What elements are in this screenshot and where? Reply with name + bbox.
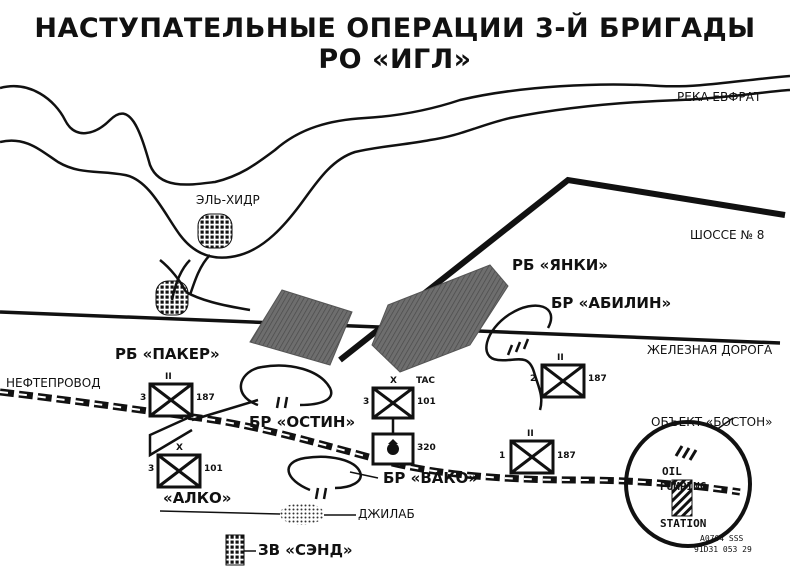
highway-label: ШОССЕ № 8 [690, 228, 765, 242]
el-khidr-label: ЭЛЬ-ХИДР [196, 193, 260, 207]
unit2-left-number: 3 [148, 464, 155, 474]
unit-3-101-alko [156, 453, 202, 489]
unit4-right-number: 320 [417, 443, 436, 453]
unit-3-101-tac [371, 386, 415, 434]
unit6-right-number: 187 [557, 451, 576, 461]
unit-3-187-left [148, 382, 259, 458]
el-khidr-town [197, 213, 233, 249]
pumping-station-marker [671, 479, 693, 517]
map-title-line1: НАСТУПАТЕЛЬНЫЕ ОПЕРАЦИИ 3-Й БРИГАДЫ [34, 13, 756, 44]
river-bank-north [0, 74, 790, 186]
unit3-right-number: 101 [417, 397, 436, 407]
river-label: РЕКА ЕВФРАТ [677, 90, 762, 104]
catalog-line1: A0704 SSS [700, 534, 744, 543]
unit5-echelon: II [557, 353, 564, 363]
unit5-right-number: 187 [588, 374, 607, 384]
catalog-line2: 91D31 053 29 [694, 545, 752, 554]
objective-packer-area [249, 289, 353, 366]
sand-label: ЗВ «СЭНД» [258, 541, 353, 559]
objective-yankee-label: РБ «ЯНКИ» [512, 256, 608, 274]
unit-2-187 [540, 363, 586, 399]
unit-1-187 [509, 439, 555, 475]
railroad-label: ЖЕЛЕЗНАЯ ДОРОГА [647, 343, 773, 357]
unit3-left-number: 3 [363, 397, 370, 407]
unit6-echelon: II [527, 429, 534, 439]
pumping-label: PUMPING [660, 480, 707, 493]
objective-abilene-label: БР «АБИЛИН» [551, 294, 672, 312]
objective-packer-label: РБ «ПАКЕР» [115, 345, 220, 363]
oil-label: OIL [662, 465, 682, 478]
river-bank-south [0, 88, 790, 259]
jilab-area [280, 503, 324, 525]
objective-waco-loop [287, 455, 362, 492]
unit2-right-number: 101 [204, 464, 223, 474]
unit5-left-number: 2 [530, 374, 537, 384]
unit-320-artillery [371, 432, 415, 466]
objective-austin-loop [239, 364, 333, 407]
unit1-echelon: II [165, 372, 172, 382]
objective-waco-label: БР «ВАКО» [383, 469, 479, 487]
unit1-right-number: 187 [196, 393, 215, 403]
objective-abilene-loop [485, 304, 553, 411]
sand-assembly-area [225, 534, 245, 566]
unit6-left-number: 1 [499, 451, 506, 461]
station-label: STATION [660, 517, 707, 530]
pipeline-label: НЕФТЕПРОВОД [6, 376, 101, 390]
alko-label: «АЛКО» [163, 489, 232, 507]
unit1-left-number: 3 [140, 393, 147, 403]
objective-yankee-area [371, 264, 509, 373]
unit3-echelon: X [390, 376, 397, 386]
objective-boston-label: ОБЪЕКТ «БОСТОН» [651, 415, 773, 429]
unit2-echelon: X [176, 443, 183, 453]
objective-boston-circle [624, 420, 752, 548]
objective-austin-label: БР «ОСТИН» [249, 413, 356, 431]
map-title-line2: РО «ИГЛ» [318, 44, 472, 75]
unit3-tac-tag: TAC [416, 376, 436, 386]
jilab-label: ДЖИЛАБ [358, 507, 415, 521]
